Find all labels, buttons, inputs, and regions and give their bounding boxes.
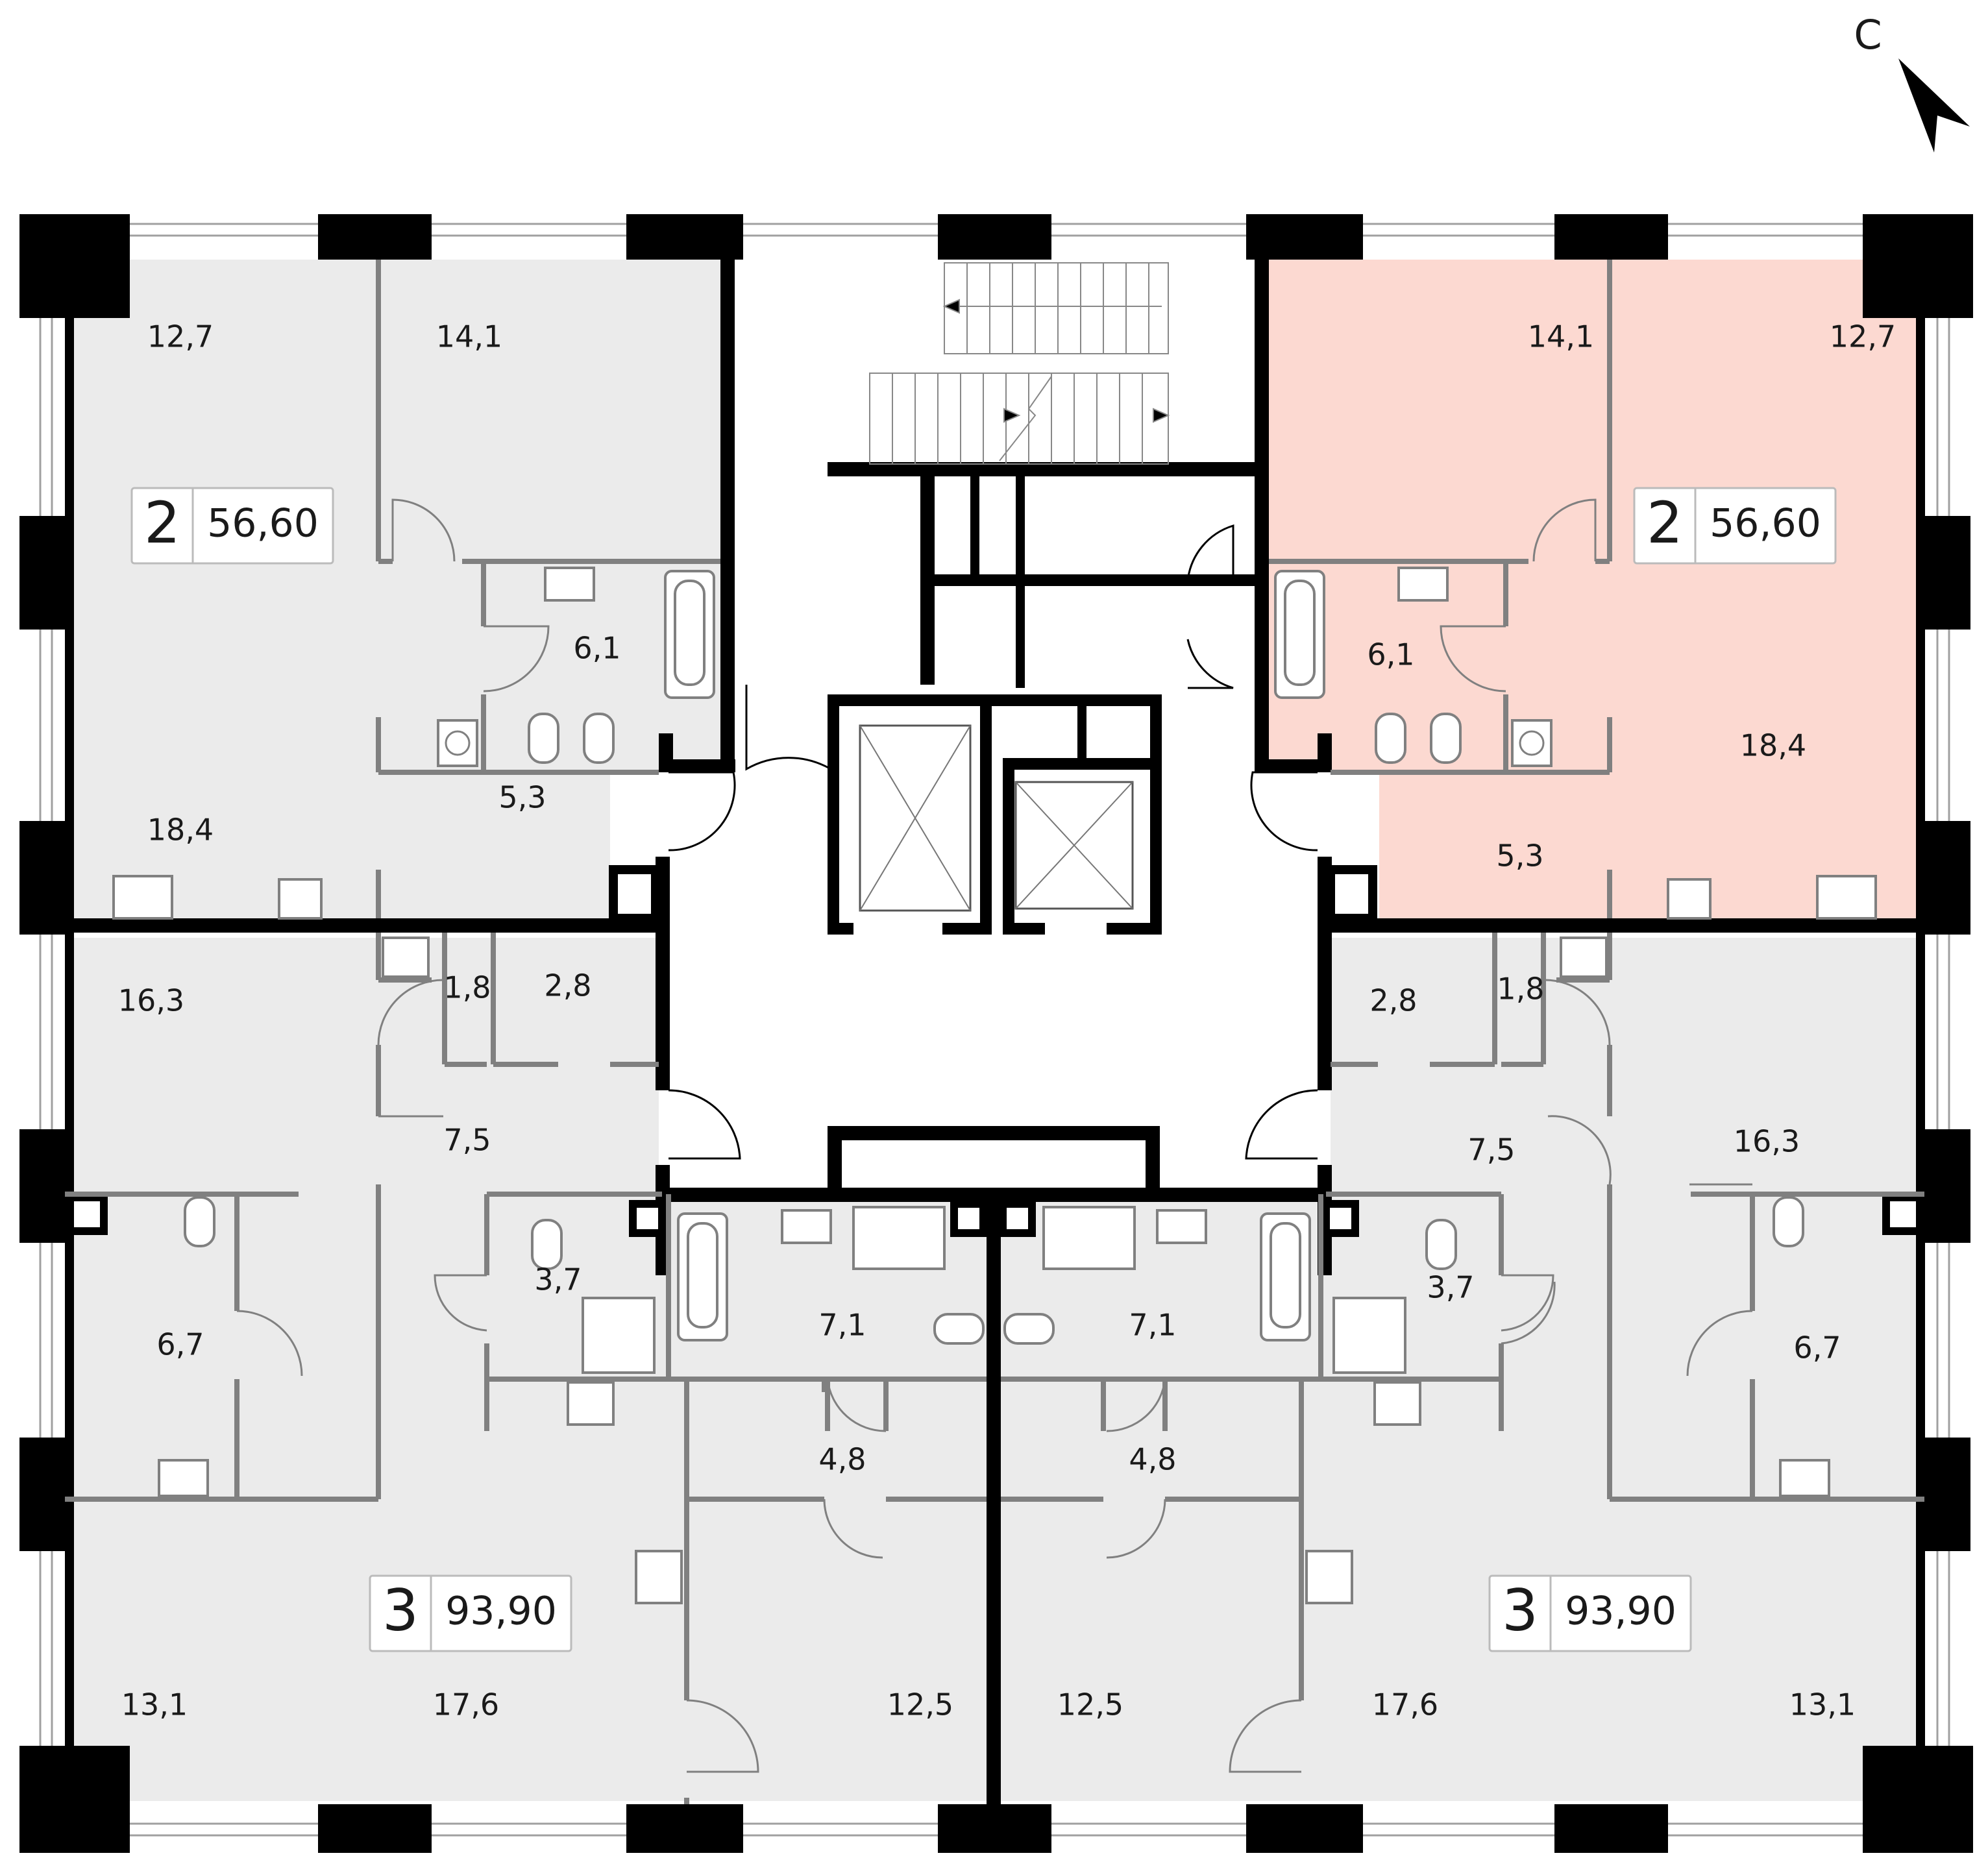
toilet-icon xyxy=(1430,713,1462,764)
exterior-walls xyxy=(19,214,1973,1853)
room-area: 16,3 xyxy=(1734,1124,1800,1159)
toilet-icon xyxy=(933,1313,985,1345)
doors xyxy=(236,498,1753,1773)
room-area: 17,6 xyxy=(433,1687,499,1722)
sink-icon xyxy=(781,1209,832,1244)
room-area: 4,8 xyxy=(1129,1442,1176,1477)
north-arrow: С xyxy=(1854,11,1970,153)
room-area: 6,7 xyxy=(156,1327,204,1362)
north-label: С xyxy=(1854,11,1882,58)
room-area: 16,3 xyxy=(118,983,184,1018)
unit-badge-sw[interactable]: 3 93,90 xyxy=(369,1574,572,1652)
room-area: 7,1 xyxy=(1129,1308,1176,1343)
mirror-icon xyxy=(852,1206,946,1270)
unit-badge-ne[interactable]: 2 56,60 xyxy=(1633,487,1837,565)
unit-total-area: 93,90 xyxy=(1565,1589,1676,1634)
stove-icon xyxy=(635,1550,683,1604)
sink-icon xyxy=(1397,567,1449,602)
unit-total-area: 93,90 xyxy=(445,1589,557,1634)
interior-walls xyxy=(65,258,1924,1804)
room-area: 2,8 xyxy=(1369,983,1417,1018)
room-area: 12,5 xyxy=(1057,1687,1123,1722)
toilet-icon xyxy=(528,713,559,764)
sink-icon xyxy=(158,1459,209,1497)
toilet-icon xyxy=(1375,713,1406,764)
stove-icon xyxy=(1816,875,1877,920)
room-area: 5,3 xyxy=(1496,839,1543,874)
room-area: 13,1 xyxy=(1789,1687,1856,1722)
unit-rooms: 2 xyxy=(1647,489,1683,556)
unit-badges: 2 56,60 2 56,60 3 93,90 3 93,90 xyxy=(130,487,1837,1652)
stove-icon xyxy=(112,875,173,920)
room-area: 18,4 xyxy=(147,813,214,848)
sink-icon xyxy=(1156,1209,1207,1244)
room-area: 3,7 xyxy=(534,1262,582,1297)
room-area: 7,1 xyxy=(818,1308,866,1343)
room-area-labels: 12,7 14,1 6,1 5,3 18,4 14,1 12,7 6,1 18,… xyxy=(118,319,1896,1722)
unit-fills xyxy=(65,260,1924,1801)
room-area: 14,1 xyxy=(1528,319,1594,354)
room-area: 14,1 xyxy=(436,319,502,354)
shower-icon xyxy=(582,1297,656,1374)
unit-rooms: 2 xyxy=(144,489,180,556)
room-area: 4,8 xyxy=(818,1442,866,1477)
unit-total-area: 56,60 xyxy=(207,501,319,546)
partitions xyxy=(65,260,1924,1804)
north-arrow-icon xyxy=(1898,58,1970,153)
washer-icon xyxy=(1511,719,1552,767)
sink-icon xyxy=(1373,1381,1421,1426)
sink-icon xyxy=(278,878,323,920)
unit-rooms: 3 xyxy=(1502,1577,1538,1644)
sink-icon xyxy=(1779,1459,1830,1497)
room-area: 18,4 xyxy=(1740,728,1806,763)
room-area: 3,7 xyxy=(1427,1270,1474,1305)
room-area: 7,5 xyxy=(443,1123,491,1158)
sink-icon xyxy=(567,1381,615,1426)
sink-icon xyxy=(544,567,595,602)
sink-icon xyxy=(1667,878,1712,920)
mirror-icon xyxy=(1042,1206,1136,1270)
elevators xyxy=(859,724,1134,912)
room-area: 6,1 xyxy=(573,631,620,666)
washer-icon xyxy=(382,936,430,978)
unit-badge-se[interactable]: 3 93,90 xyxy=(1488,1574,1692,1652)
room-area: 12,5 xyxy=(887,1687,953,1722)
toilet-icon xyxy=(1773,1196,1804,1247)
toilet-icon xyxy=(583,713,615,764)
room-area: 17,6 xyxy=(1372,1687,1438,1722)
unit-badge-nw[interactable]: 2 56,60 xyxy=(130,487,334,565)
stove-icon xyxy=(1305,1550,1353,1604)
shower-icon xyxy=(1332,1297,1406,1374)
room-area: 6,7 xyxy=(1793,1330,1841,1365)
room-area: 12,7 xyxy=(147,319,214,354)
room-area: 7,5 xyxy=(1467,1132,1515,1168)
toilet-icon xyxy=(1003,1313,1055,1345)
washer-icon xyxy=(1560,936,1608,978)
room-area: 1,8 xyxy=(443,970,491,1005)
unit-rooms: 3 xyxy=(382,1577,419,1644)
room-area: 13,1 xyxy=(121,1687,188,1722)
room-area: 6,1 xyxy=(1367,637,1414,672)
room-area: 5,3 xyxy=(498,780,546,815)
toilet-icon xyxy=(1425,1219,1457,1270)
room-area: 12,7 xyxy=(1830,319,1896,354)
staircase xyxy=(869,262,1170,465)
unit-total-area: 56,60 xyxy=(1710,501,1821,546)
room-area: 1,8 xyxy=(1497,972,1544,1007)
toilet-icon xyxy=(184,1196,215,1247)
room-area: 2,8 xyxy=(544,968,591,1003)
washer-icon xyxy=(437,719,478,767)
fixtures xyxy=(112,567,1877,1604)
toilet-icon xyxy=(531,1219,563,1270)
